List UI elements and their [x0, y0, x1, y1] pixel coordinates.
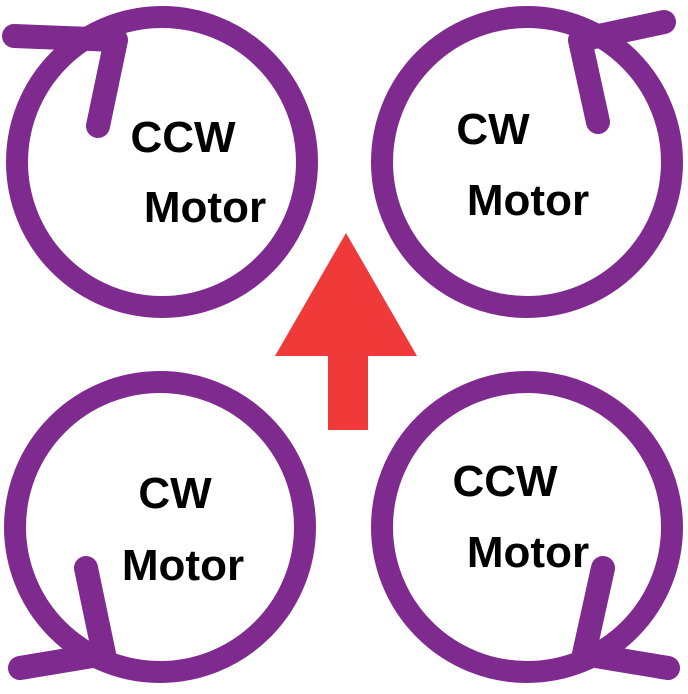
rotation-ring	[4, 371, 316, 683]
motor-direction-label: CW	[138, 469, 212, 518]
motor-name-label: Motor	[122, 541, 244, 590]
motor-name-label: Motor	[144, 183, 266, 232]
rotation-ring	[371, 6, 683, 318]
up-arrow-icon	[275, 233, 417, 430]
motor-top-right: CW Motor	[371, 6, 683, 318]
motor-top-left: CCW Motor	[2, 6, 318, 318]
motor-name-label: Motor	[467, 528, 589, 577]
motor-name-label: Motor	[467, 176, 589, 225]
motor-direction-label: CCW	[452, 457, 558, 506]
motor-bottom-right: CCW Motor	[371, 371, 683, 683]
rotation-arrow-icon	[2, 24, 128, 138]
rotation-arrow-icon	[8, 556, 116, 680]
rotation-ring	[6, 6, 318, 318]
motor-direction-label: CCW	[130, 113, 236, 162]
motor-bottom-left: CW Motor	[4, 371, 316, 683]
motor-direction-label: CW	[456, 105, 530, 154]
rotation-arrow-icon	[572, 556, 680, 680]
rotation-arrow-icon	[568, 10, 676, 134]
rotation-ring	[371, 371, 683, 683]
